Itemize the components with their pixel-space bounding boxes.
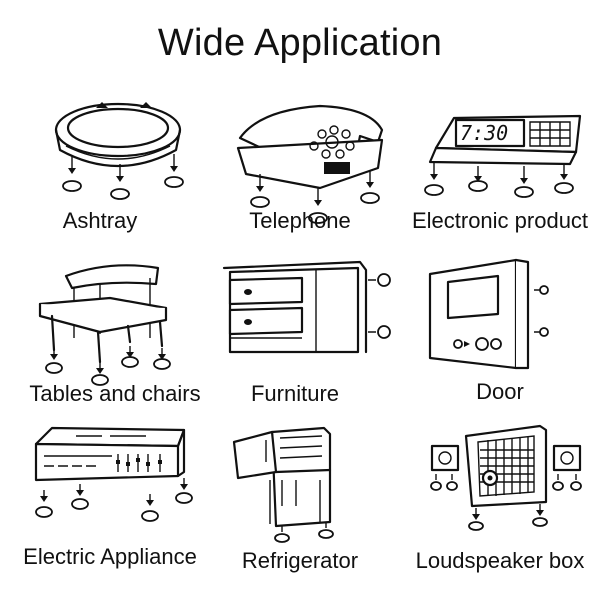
application-loudspeaker-box: Loudspeaker box [400, 414, 600, 592]
application-furniture: Furniture [200, 250, 400, 428]
application-refrigerator: Refrigerator [200, 414, 400, 592]
label-refrigerator: Refrigerator [241, 548, 359, 573]
label-furniture: Furniture [250, 381, 340, 406]
application-door: Door [400, 250, 600, 428]
loudspeaker-box-icon [400, 414, 600, 554]
label-tables-and-chairs: Tables and chairs [29, 381, 201, 406]
electric-appliance-icon [0, 414, 200, 554]
label-electronic-product: Electronic product [411, 208, 589, 233]
door-icon [400, 250, 600, 390]
page-title: Wide Application [157, 22, 443, 64]
label-telephone: Telephone [249, 208, 351, 233]
application-ashtray: Ashtray [0, 90, 200, 268]
label-loudspeaker-box: Loudspeaker box [415, 548, 585, 573]
telephone-icon [200, 90, 400, 230]
application-telephone: Telephone [200, 90, 400, 268]
ashtray-icon [0, 102, 200, 230]
application-electronic-product: 7:30 Electronic product [400, 90, 600, 268]
label-ashtray: Ashtray [62, 208, 138, 233]
label-electric-appliance: Electric Appliance [23, 544, 197, 569]
tables-and-chairs-icon [0, 250, 200, 390]
application-electric-appliance: Electric Appliance [0, 414, 200, 592]
label-door: Door [476, 379, 524, 404]
clock-display: 7:30 [460, 121, 508, 145]
electronic-product-icon: 7:30 [400, 90, 600, 230]
furniture-icon [200, 250, 400, 390]
refrigerator-icon [200, 414, 400, 554]
application-tables-and-chairs: Tables and chairs [0, 250, 201, 428]
